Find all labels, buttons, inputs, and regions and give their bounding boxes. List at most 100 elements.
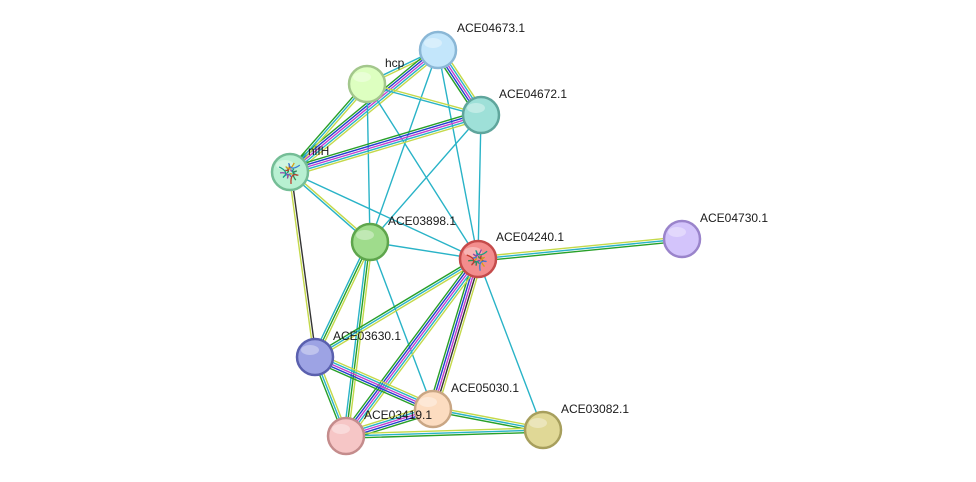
node-label: ACE04673.1 [457,21,525,35]
edge-evidence-database [477,114,482,260]
edge-evidence-textmining [348,260,483,440]
node-label: ACE04672.1 [499,87,567,101]
edge-evidence-experiments [289,49,439,173]
node-circle[interactable] [350,222,390,262]
edge-ace04240-1-ace03419-1[interactable] [341,255,483,440]
edge-hcp-ace04672-1[interactable] [366,82,482,117]
edge-ace04672-1-nifh[interactable] [288,110,483,177]
node-highlight [529,418,547,428]
node-label: nifH [308,144,329,158]
edge-ace04673-1-ace04240-1[interactable] [437,49,479,260]
edge-evidence-database [369,241,434,410]
edge-evidence-textmining [288,171,315,358]
edge-ace04672-1-ace03898-1[interactable] [369,114,482,243]
nodes-layer: ACE04673.1hcpACE04672.1nifHACE03898.1ACE… [270,21,768,456]
edge-evidence-cooccurrence [288,112,482,171]
edge-ace04240-1-ace03082-1[interactable] [477,258,544,431]
edge-evidence-cooccurrence [287,47,438,172]
node-highlight [332,424,350,434]
node-highlight [356,230,374,240]
edge-evidence-database [437,49,479,260]
node-circle[interactable] [458,239,498,279]
edge-ace04673-1-ace03898-1[interactable] [369,49,439,243]
edge-evidence-database [366,84,482,117]
edge-evidence-database [289,83,368,173]
node-ace04673-1[interactable]: ACE04673.1 [418,21,525,70]
edge-hcp-ace03898-1[interactable] [366,83,371,243]
node-ace03082-1[interactable]: ACE03082.1 [523,402,629,450]
edge-evidence-experiments [314,356,434,410]
node-ace03419-1[interactable]: ACE03419.1 [326,408,432,456]
edge-evidence-database [289,171,479,260]
edge-ace03419-1-ace03082-1[interactable] [345,427,544,439]
node-circle[interactable] [295,337,335,377]
edge-evidence-neighborhood [345,431,544,439]
edge-evidence-database [290,50,441,175]
edge-evidence-neighborhood [288,110,481,169]
edge-evidence-database [312,240,369,357]
node-highlight [353,72,371,82]
edge-ace04673-1-nifh[interactable] [286,45,442,177]
edge-nifh-ace04240-1[interactable] [289,171,479,260]
edge-evidence-database [369,114,482,243]
edge-ace04240-1-ace04730-1[interactable] [477,236,683,262]
edge-evidence-database [366,83,371,243]
edge-evidence-database [343,241,369,437]
node-ace03630-1[interactable]: ACE03630.1 [295,329,401,377]
edge-ace04240-1-ace03630-1[interactable] [313,256,480,360]
edge-ace04672-1-ace04240-1[interactable] [477,114,482,260]
edge-ace03630-1-ace05030-1[interactable] [312,352,436,414]
edge-evidence-cooccurrence [343,256,477,436]
edge-hcp-nifh[interactable] [287,81,370,175]
edge-evidence-cooccurrence [430,257,477,410]
edge-ace03898-1-ace03630-1[interactable] [312,240,373,359]
edge-evidence-textmining [290,118,483,177]
edge-evidence-textmining [292,52,442,177]
node-label: ACE04730.1 [700,211,768,225]
node-circle[interactable] [347,64,387,104]
edge-ace03898-1-ace03419-1[interactable] [343,241,373,437]
node-nifh[interactable]: nifH [270,144,329,192]
edge-evidence-experiments [432,258,479,410]
edge-evidence-database [289,116,483,175]
edge-evidence-textmining [316,352,436,406]
edge-evidence-textmining [347,241,373,437]
edge-evidence-textmining [315,260,480,360]
edge-nifh-ace03630-1[interactable] [288,171,317,358]
node-circle[interactable] [270,152,310,192]
edge-evidence-coexpression [290,171,317,358]
node-highlight [424,38,442,48]
edge-evidence-database [477,238,683,260]
node-highlight [467,103,485,113]
node-ace05030-1[interactable]: ACE05030.1 [413,381,519,429]
edge-evidence-textmining [290,84,370,175]
node-circle[interactable] [326,416,366,456]
node-label: ACE03630.1 [333,329,401,343]
edge-evidence-neighborhood [286,45,436,170]
node-label: ACE03419.1 [364,408,432,422]
node-circle[interactable] [523,410,563,450]
edge-evidence-experiments [289,114,482,173]
protein-structure-icon [466,249,488,271]
edge-evidence-textmining [366,82,482,115]
edge-evidence-neighborhood [287,81,367,172]
edge-evidence-neighborhood [345,241,371,437]
node-hcp[interactable]: hcp [347,56,405,104]
node-ace04730-1[interactable]: ACE04730.1 [662,211,768,259]
edge-evidence-database [347,259,481,439]
edge-evidence-neighborhood [312,360,432,414]
edge-ace03898-1-ace05030-1[interactable] [369,241,434,410]
node-circle[interactable] [461,95,501,135]
node-highlight [301,345,319,355]
edge-evidence-neighborhood [341,255,476,435]
node-circle[interactable] [413,389,453,429]
edge-evidence-coexpression [434,258,481,411]
node-ace04672-1[interactable]: ACE04672.1 [461,87,567,135]
node-ace03898-1[interactable]: ACE03898.1 [350,214,456,262]
edge-hcp-ace04240-1[interactable] [366,83,479,260]
node-circle[interactable] [418,30,458,70]
edge-evidence-textmining [477,236,683,258]
node-circle[interactable] [662,219,702,259]
edge-evidence-database [314,258,479,358]
node-ace04240-1[interactable]: ACE04240.1 [458,230,564,279]
